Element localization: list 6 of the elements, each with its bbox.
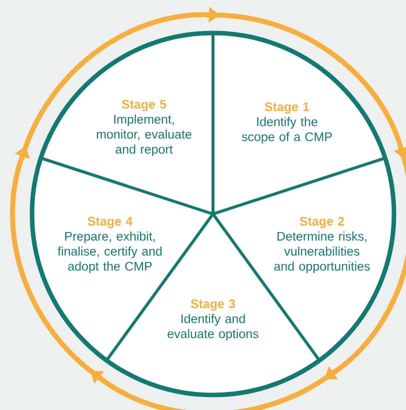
node-label: Implement, monitor, evaluate and report <box>96 114 192 156</box>
stage-segment: Stage 5 Implement, monitor, evaluate and report <box>40 33 213 214</box>
node-label: Stage 1 <box>264 102 310 114</box>
stage-segment: Stage 1 Identify the scope of a CMP <box>213 33 386 214</box>
node-label: Stage 5 <box>122 100 166 112</box>
node-label: Identify the scope of a CMP <box>242 117 332 144</box>
